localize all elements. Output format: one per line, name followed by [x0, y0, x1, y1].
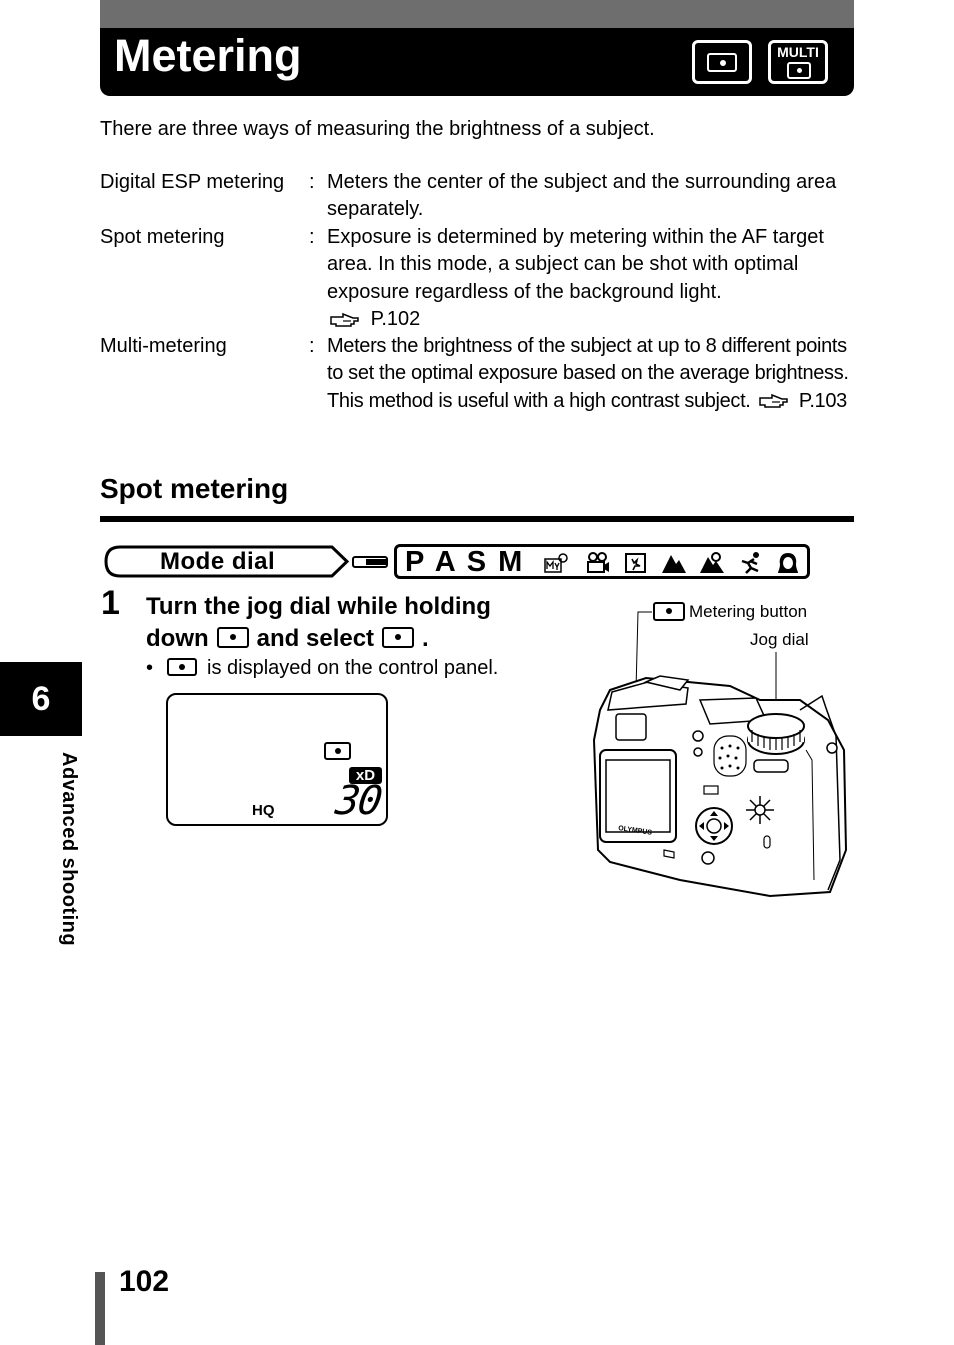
definition-colon: :: [309, 171, 315, 193]
multi-metering-icon: MULTI: [768, 40, 828, 84]
page-number: 102: [119, 1265, 170, 1298]
mode-dial-text: Mode dial: [160, 548, 276, 575]
spot-metering-icon: [167, 657, 198, 676]
step-line-2-b: and select: [256, 625, 375, 652]
pointing-hand-icon: [330, 312, 359, 327]
landscape-portrait-icon: [700, 552, 724, 573]
section-title: Spot metering: [100, 473, 289, 504]
intro-text: There are three ways of measuring the br…: [100, 118, 655, 140]
my-mode-icon: [544, 553, 568, 573]
movie-mode-icon: [587, 552, 609, 573]
title-bar: Metering MULTI: [100, 0, 854, 96]
step-note: • is displayed on the control panel.: [146, 655, 498, 682]
portrait-icon: [778, 553, 798, 573]
mode-dial-label-shape: [104, 545, 350, 578]
step-line-1: Turn the jog dial while holding: [146, 593, 491, 620]
control-panel-illustration: xD HQ 30: [166, 693, 388, 826]
chapter-tab: [0, 662, 82, 736]
spot-metering-icon: [692, 40, 752, 84]
definition-description-text: Meters the brightness of the subject at …: [327, 335, 849, 412]
mode-arrow-icon: [352, 556, 388, 568]
definition-description: Meters the center of the subject and the…: [327, 171, 837, 221]
mode-letters: P A S M: [405, 546, 525, 578]
step-line-2-c: .: [422, 625, 429, 652]
mode-dial-label: Mode dial: [104, 545, 350, 578]
spot-metering-icon: [382, 627, 415, 649]
metering-button-callout: Metering button: [653, 601, 807, 623]
sports-icon: [741, 552, 759, 574]
pointing-hand-icon: [758, 394, 788, 409]
definition-description-text: Exposure is determined by metering withi…: [327, 226, 824, 303]
step-line-2: down and select.: [146, 623, 429, 655]
camera-illustration: OLYMPUS: [592, 611, 848, 898]
definition-term: Spot metering: [100, 226, 225, 248]
step-instruction: Turn the jog dial while holding down and …: [146, 591, 491, 652]
definition-colon: :: [309, 335, 315, 357]
bullet-mark: •: [146, 657, 154, 679]
definition-colon: :: [309, 226, 315, 248]
page-reference[interactable]: P.103: [798, 389, 847, 412]
multi-icon-label: MULTI: [777, 44, 819, 60]
night-scene-icon: [625, 553, 646, 573]
xd-card-badge: xD: [349, 767, 382, 784]
spot-metering-icon: [653, 602, 685, 622]
definition-term: Digital ESP metering: [100, 171, 285, 193]
quality-label: HQ: [252, 802, 275, 819]
page-title: Metering: [114, 30, 302, 81]
title-bar-top-band: [100, 0, 854, 28]
step-line-2-a: down: [146, 625, 209, 652]
jog-dial-label: Jog dial: [750, 630, 809, 649]
landscape-icon: [662, 555, 686, 573]
camera-brand: OLYMPUS: [618, 825, 653, 837]
definition-term: Multi-metering: [100, 335, 227, 357]
chapter-number: 6: [31, 680, 51, 718]
spot-metering-icon: [216, 627, 249, 649]
page-reference[interactable]: P.102: [370, 307, 421, 330]
page-number-bar: [95, 1272, 105, 1345]
metering-button-label: Metering button: [689, 602, 808, 621]
step-number: 1: [101, 584, 120, 622]
spot-metering-icon: [324, 742, 351, 760]
frame-count: 30: [332, 778, 384, 824]
mode-dial-modes: P A S M: [394, 544, 810, 579]
definition-description: Exposure is determined by metering withi…: [327, 224, 857, 333]
step-note-text: is displayed on the control panel.: [207, 657, 499, 679]
chapter-title: Advanced shooting: [58, 752, 80, 947]
section-divider: [100, 516, 854, 522]
definition-description: Meters the brightness of the subject at …: [327, 333, 857, 415]
